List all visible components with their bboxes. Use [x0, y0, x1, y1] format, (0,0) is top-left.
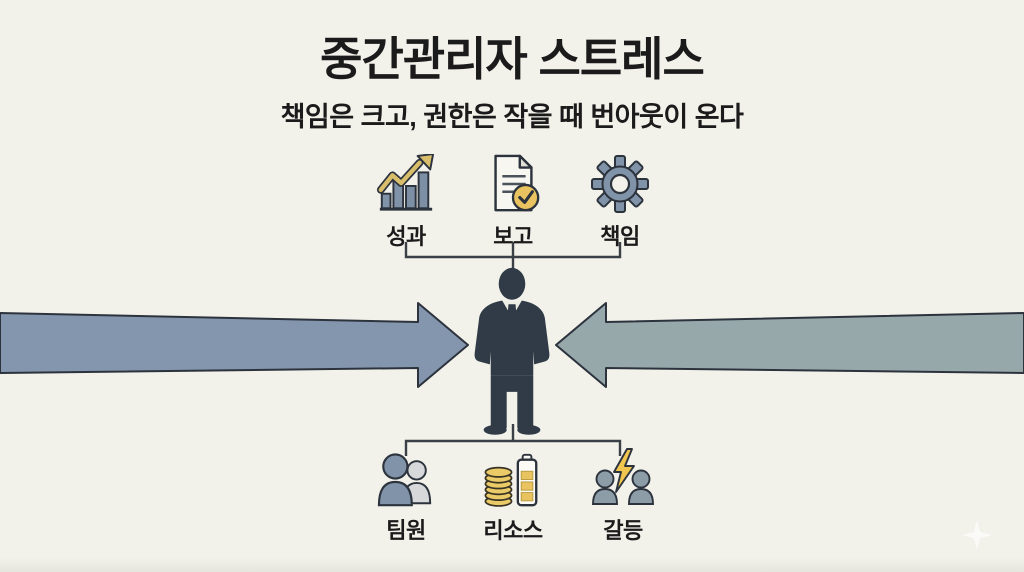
- top-connector-bracket: [404, 242, 622, 272]
- bottom-item-label: 팀원: [386, 518, 426, 543]
- bottom-item-label: 리소스: [483, 518, 543, 543]
- businessman-silhouette: [474, 267, 550, 435]
- top-item-report: 보고: [458, 152, 568, 251]
- gear-icon: [591, 155, 649, 213]
- bar-chart-growth-icon: [376, 154, 435, 211]
- bottom-item-resources: 리소스: [458, 450, 568, 545]
- sparkle-watermark-icon: [962, 520, 992, 550]
- left-pressure-arrow: [0, 302, 469, 388]
- report-check-icon: [494, 154, 540, 212]
- bottom-item-conflict: 갈등: [568, 448, 678, 545]
- bottom-item-team: 팀원: [351, 452, 461, 545]
- header: 중간관리자 스트레스 책임은 크고, 권한은 작을 때 번아웃이 온다: [0, 34, 1024, 134]
- top-item-responsibility: 책임: [565, 152, 675, 251]
- top-item-performance: 성과: [351, 154, 461, 251]
- bottom-connector-bracket: [404, 424, 622, 456]
- team-members-icon: [377, 453, 432, 507]
- right-pressure-arrow: [555, 302, 1024, 388]
- page-subtitle: 책임은 크고, 권한은 작을 때 번아웃이 온다: [280, 101, 744, 132]
- page-title: 중간관리자 스트레스: [320, 33, 705, 85]
- conflict-lightning-icon: [592, 448, 654, 505]
- bottom-item-label: 갈등: [603, 518, 643, 543]
- coins-battery-icon: [484, 453, 538, 507]
